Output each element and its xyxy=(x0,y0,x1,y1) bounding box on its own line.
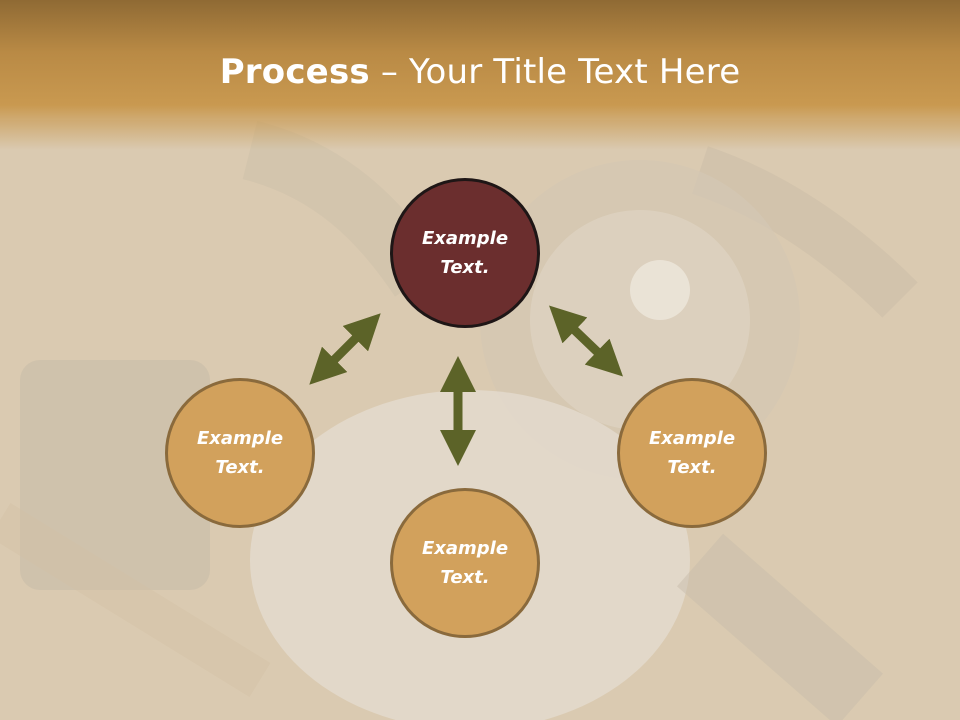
process-node-left[interactable]: Example Text. xyxy=(165,378,315,528)
title-bold: Process xyxy=(219,52,370,92)
node-label: Example Text. xyxy=(421,228,509,278)
title-bar xyxy=(0,0,960,150)
process-node-center[interactable]: Example Text. xyxy=(390,178,540,328)
node-label: Example Text. xyxy=(421,538,509,588)
slide-title: Process – Your Title Text Here xyxy=(0,52,960,92)
title-rest: – Your Title Text Here xyxy=(369,52,741,92)
arrow-center-left xyxy=(309,313,381,385)
node-label: Example Text. xyxy=(196,428,284,478)
process-node-bottom[interactable]: Example Text. xyxy=(390,488,540,638)
arrow-center-right xyxy=(549,305,623,377)
process-node-right[interactable]: Example Text. xyxy=(617,378,767,528)
node-label: Example Text. xyxy=(648,428,736,478)
